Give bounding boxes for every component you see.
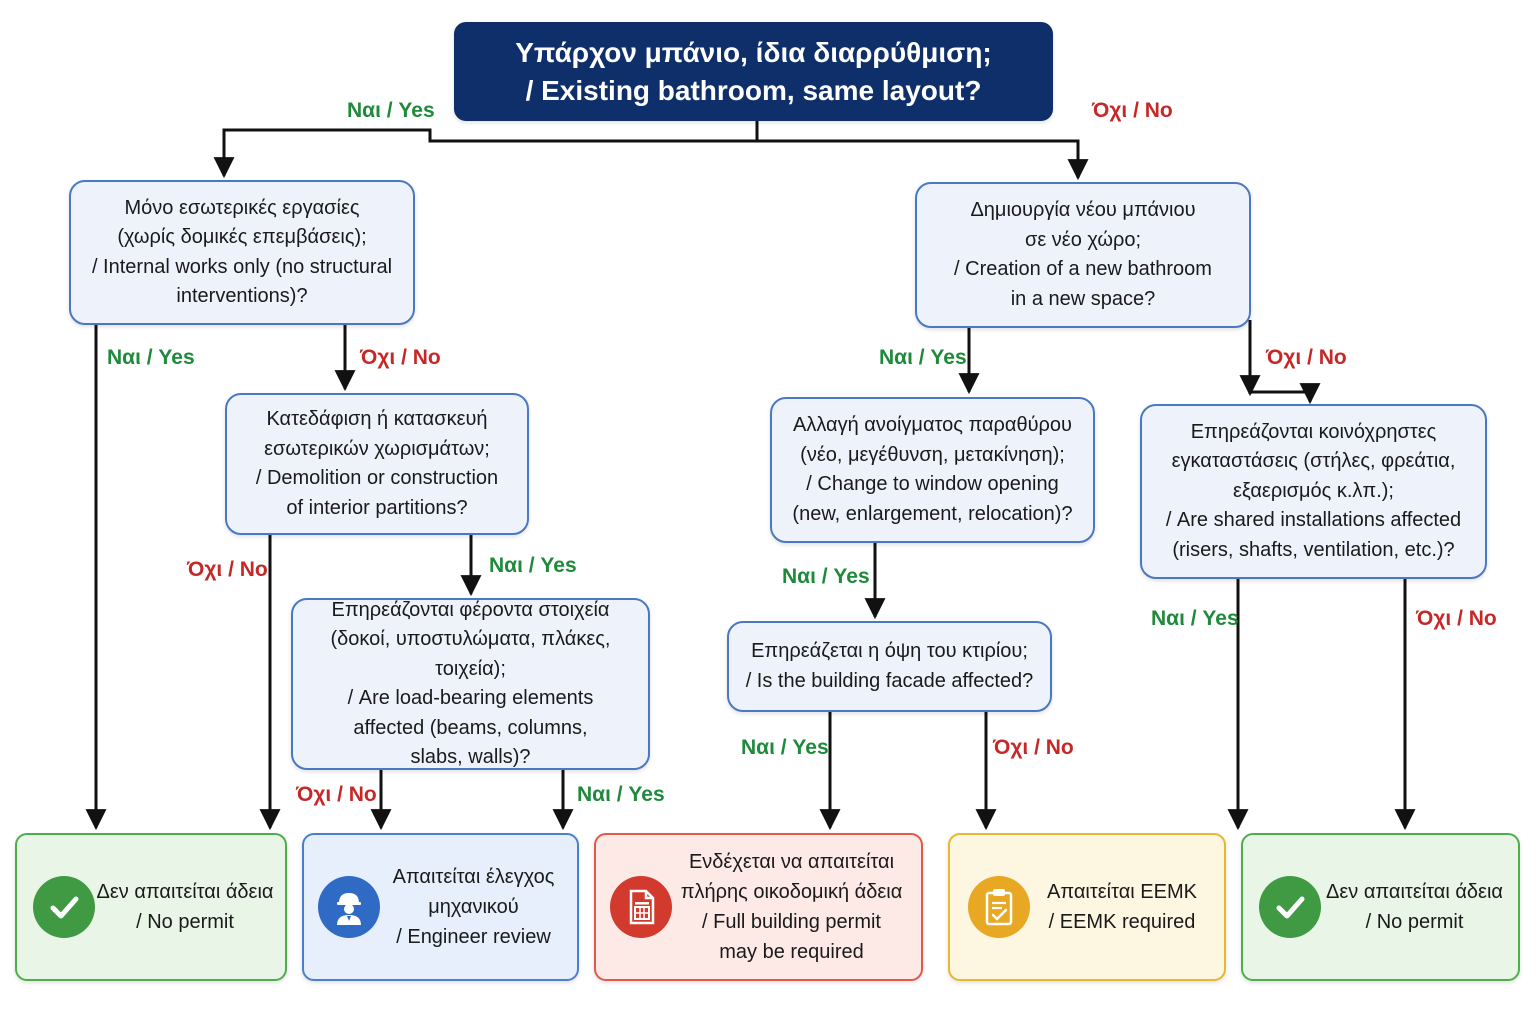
label-loadbearing-no: Όχι / No — [296, 783, 377, 806]
clipboard-icon — [968, 876, 1030, 938]
outcome-full-permit: Ενδέχεται να απαιτείται πλήρης οικοδομικ… — [594, 833, 923, 981]
label-top-yes: Ναι / Yes — [347, 99, 435, 122]
label-window-yes: Ναι / Yes — [782, 565, 870, 588]
outcome-engineer-review-text: Απαιτείται έλεγχος μηχανικού / Engineer … — [392, 866, 555, 948]
check-icon — [1259, 876, 1321, 938]
question-shared-installations-text: Επηρεάζονται κοινόχρηστες εγκαταστάσεις … — [1165, 420, 1462, 561]
outcome-no-permit-left-text: Δεν απαιτείται άδεια / No permit — [96, 881, 274, 933]
label-top-no: Όχι / No — [1092, 99, 1173, 122]
question-new-bathroom-text: Δημιουργία νέου μπάνιου σε νέο χώρο; / C… — [954, 199, 1212, 310]
question-facade-text: Επηρεάζεται η όψη του κτιρίου; / Is the … — [745, 640, 1034, 692]
check-icon — [33, 876, 95, 938]
question-facade: Επηρεάζεται η όψη του κτιρίου; / Is the … — [727, 621, 1052, 712]
outcome-full-permit-text: Ενδέχεται να απαιτείται πλήρης οικοδομικ… — [680, 851, 903, 963]
connector-top-left — [213, 128, 757, 179]
label-facade-no: Όχι / No — [993, 736, 1074, 759]
label-facade-yes: Ναι / Yes — [741, 736, 829, 759]
label-partitions-yes: Ναι / Yes — [489, 554, 577, 577]
top-question-box: Υπάρχον μπάνιο, ίδια διαρρύθμιση; / Exis… — [454, 22, 1053, 121]
outcome-no-permit-right: Δεν απαιτείται άδεια / No permit — [1241, 833, 1520, 981]
label-newbath-no: Όχι / No — [1266, 346, 1347, 369]
question-load-bearing: Επηρεάζονται φέροντα στοιχεία (δοκοί, υπ… — [291, 598, 650, 770]
top-question-text: Υπάρχον μπάνιο, ίδια διαρρύθμιση; / Exis… — [515, 36, 992, 106]
engineer-icon — [318, 876, 380, 938]
label-partitions-no: Όχι / No — [187, 558, 268, 581]
question-internal-works: Μόνο εσωτερικές εργασίες (χωρίς δομικές … — [69, 180, 415, 325]
document-icon — [610, 876, 672, 938]
label-loadbearing-yes: Ναι / Yes — [577, 783, 665, 806]
label-internal-yes: Ναι / Yes — [107, 346, 195, 369]
question-partitions: Κατεδάφιση ή κατασκευή εσωτερικών χωρισμ… — [225, 393, 529, 535]
question-new-bathroom: Δημιουργία νέου μπάνιου σε νέο χώρο; / C… — [915, 182, 1251, 328]
question-window-text: Αλλαγή ανοίγματος παραθύρου (νέο, μεγέθυ… — [792, 414, 1073, 525]
question-window: Αλλαγή ανοίγματος παραθύρου (νέο, μεγέθυ… — [770, 397, 1095, 543]
outcome-engineer-review: Απαιτείται έλεγχος μηχανικού / Engineer … — [302, 833, 579, 981]
label-shared-yes: Ναι / Yes — [1151, 607, 1239, 630]
question-partitions-text: Κατεδάφιση ή κατασκευή εσωτερικών χωρισμ… — [255, 408, 499, 519]
question-internal-works-text: Μόνο εσωτερικές εργασίες (χωρίς δομικές … — [91, 196, 393, 308]
outcome-no-permit-right-text: Δεν απαιτείται άδεια / No permit — [1326, 881, 1503, 933]
question-load-bearing-text: Επηρεάζονται φέροντα στοιχεία (δοκοί, υπ… — [330, 598, 611, 769]
question-shared-installations: Επηρεάζονται κοινόχρηστες εγκαταστάσεις … — [1140, 404, 1487, 579]
outcome-eemk-required: Απαιτείται ΕΕΜΚ / ΕΕΜΚ required — [948, 833, 1226, 981]
outcome-no-permit-left: Δεν απαιτείται άδεια / No permit — [15, 833, 287, 981]
label-newbath-yes: Ναι / Yes — [879, 346, 967, 369]
outcome-eemk-required-text: Απαιτείται ΕΕΜΚ / ΕΕΜΚ required — [1047, 881, 1197, 933]
label-shared-no: Όχι / No — [1416, 607, 1497, 630]
label-internal-no: Όχι / No — [360, 346, 441, 369]
connector-top-right — [757, 139, 1089, 181]
